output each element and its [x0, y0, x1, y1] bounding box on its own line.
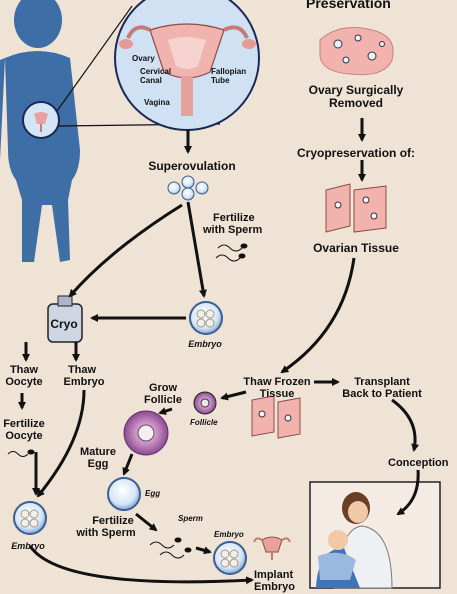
label-mature-egg-2: Egg	[87, 458, 109, 470]
label-ovary-removed-1: Ovary Surgically	[308, 83, 404, 97]
embryo-cell-left	[13, 501, 47, 535]
follicle-small	[193, 391, 217, 415]
thaw-tissue-slices	[251, 395, 301, 439]
cryo-tank-icon	[47, 295, 83, 343]
label-transplant-2: Back to Patient	[342, 388, 422, 400]
embryo-cell-bottom	[213, 541, 247, 575]
label-fertilize-with-sperm-1: Fertilize	[92, 515, 134, 527]
label-fertilize-oocyte-2: Oocyte	[5, 430, 43, 442]
label-mature-egg-1: Mature	[79, 446, 117, 458]
label-fallopian-2: Tube	[211, 76, 230, 85]
label-grow-follicle-2: Follicle	[144, 394, 182, 406]
label-vagina: Vagina	[144, 98, 170, 107]
label-ovary-removed-2: Removed	[328, 96, 384, 110]
label-superovulation: Superovulation	[148, 159, 236, 173]
label-ovary: Ovary	[132, 54, 155, 63]
label-thaw-oocyte-1: Thaw	[9, 364, 39, 376]
label-embryo-top: Embryo	[188, 339, 222, 349]
sperm-icon	[7, 449, 35, 457]
title-preservation: Preservation	[306, 0, 391, 11]
label-grow-follicle-1: Grow	[148, 382, 178, 394]
mother-baby-image	[309, 481, 441, 589]
label-cervical-2: Canal	[140, 76, 162, 85]
label-cryo: Cryo	[50, 317, 78, 331]
sperm-icon	[149, 537, 192, 559]
label-egg: Egg	[145, 489, 161, 498]
label-embryo-bottom: Embryo	[214, 530, 244, 539]
label-thaw-embryo-1: Thaw	[67, 364, 97, 376]
label-conception: Conception	[388, 457, 449, 469]
label-embryo-left: Embryo	[11, 541, 45, 551]
label-fertilize-sperm-1: Fertilize	[213, 212, 255, 224]
sperm-icon	[215, 243, 248, 262]
label-thaw-frozen-2: Tissue	[259, 388, 295, 400]
label-cryopreservation: Cryopreservation of:	[296, 146, 416, 160]
ovarian-tissue-slices	[325, 183, 387, 233]
embryo-cell-top	[189, 301, 223, 335]
label-cervical-1: Cervical	[140, 67, 172, 76]
patient-silhouette	[0, 0, 80, 262]
label-fallopian-1: Fallopian	[211, 67, 247, 76]
follicle-large	[123, 410, 169, 456]
uterus-magnifier-small	[22, 101, 60, 139]
label-transplant-1: Transplant	[354, 376, 410, 388]
label-ovarian-tissue: Ovarian Tissue	[313, 241, 399, 255]
mature-egg	[107, 477, 141, 511]
label-thaw-oocyte-2: Oocyte	[5, 376, 43, 388]
uterus-anatomy-circle	[114, 0, 260, 131]
label-sperm: Sperm	[178, 514, 203, 523]
label-implant-1: Implant	[254, 569, 294, 581]
label-thaw-embryo-2: Embryo	[63, 376, 105, 388]
label-fertilize-sperm-2: with Sperm	[203, 224, 263, 236]
label-implant-2: Embryo	[254, 581, 295, 593]
flow-arrows	[18, 118, 420, 585]
label-fertilize-oocyte-1: Fertilize	[3, 418, 45, 430]
superovulation-eggs	[167, 175, 209, 201]
label-thaw-frozen-1: Thaw Frozen	[243, 376, 311, 388]
ovary-tissue-image	[319, 27, 394, 76]
label-follicle: Follicle	[190, 418, 218, 427]
uterus-icon	[253, 536, 291, 560]
label-fertilize-with-sperm-2: with Sperm	[76, 527, 136, 539]
